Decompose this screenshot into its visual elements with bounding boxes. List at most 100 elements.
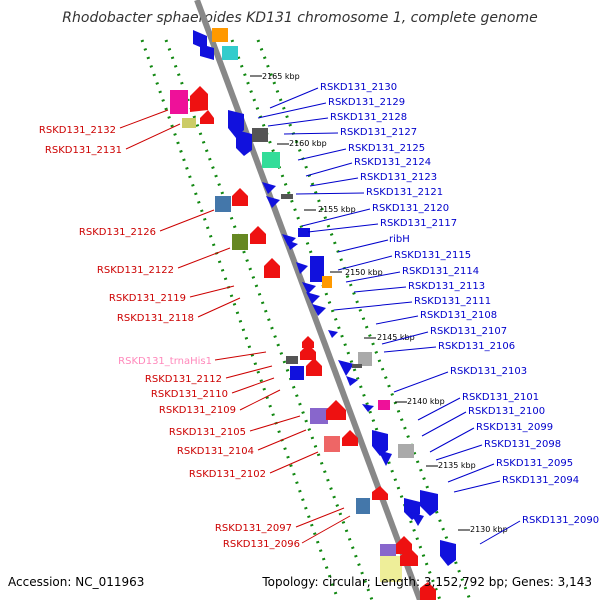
left-leader-lines	[119, 109, 351, 544]
gene-arrow[interactable]	[302, 282, 316, 294]
gene-label-rskd131-2121[interactable]: RSKD131_2121	[366, 187, 443, 198]
gene-label-rskd131-2111[interactable]: RSKD131_2111	[414, 296, 491, 307]
gene-arrow[interactable]	[306, 358, 322, 376]
gene-arrow[interactable]	[378, 450, 392, 466]
gene-box[interactable]	[290, 366, 304, 380]
gene-arrow[interactable]	[266, 196, 280, 208]
gene-label-rskd131-2107[interactable]: RSKD131_2107	[430, 326, 507, 337]
left-inner-dots	[164, 39, 374, 600]
gene-label-rskd131-2118[interactable]: RSKD131_2118	[117, 313, 194, 324]
gene-label-rskd131-2108[interactable]: RSKD131_2108	[420, 310, 497, 321]
gene-label-rskd131-2123[interactable]: RSKD131_2123	[360, 172, 437, 183]
gene-box[interactable]	[252, 128, 268, 142]
gene-arrow[interactable]	[190, 86, 208, 112]
gene-arrow[interactable]	[282, 234, 296, 246]
gene-arrow[interactable]	[372, 486, 388, 500]
gene-label-rskd131-2100[interactable]: RSKD131_2100	[468, 406, 545, 417]
gene-arrow[interactable]	[302, 336, 314, 348]
gene-box[interactable]	[232, 234, 248, 250]
gene-label-rskd131-2131[interactable]: RSKD131_2131	[45, 145, 122, 156]
gene-box[interactable]	[281, 194, 293, 199]
gene-box[interactable]	[262, 152, 280, 168]
gene-arrow[interactable]	[200, 44, 214, 60]
gene-box[interactable]	[356, 498, 370, 514]
gene-box[interactable]	[352, 364, 362, 368]
gene-label-rskd131-2120[interactable]: RSKD131_2120	[372, 203, 449, 214]
gene-label-rskd131-2097[interactable]: RSKD131_2097	[215, 523, 292, 534]
gene-label-rskd131-2114[interactable]: RSKD131_2114	[402, 266, 479, 277]
gene-label-rskd131-2098[interactable]: RSKD131_2098	[484, 439, 561, 450]
gene-label-rskd131-2094[interactable]: RSKD131_2094	[502, 475, 579, 486]
gene-arrow[interactable]	[200, 110, 214, 124]
gene-label-rskd131-2113[interactable]: RSKD131_2113	[408, 281, 485, 292]
gene-label-rskd131-2129[interactable]: RSKD131_2129	[328, 97, 405, 108]
gene-label-rskd131-2096[interactable]: RSKD131_2096	[223, 539, 300, 550]
gene-label-rskd131-2103[interactable]: RSKD131_2103	[450, 366, 527, 377]
gene-arrow[interactable]	[410, 512, 424, 526]
gene-label-rskd131-2105[interactable]: RSKD131_2105	[169, 427, 246, 438]
gene-arrow[interactable]	[372, 430, 388, 456]
gene-label-rskd131-2115[interactable]: RSKD131_2115	[394, 250, 471, 261]
gene-box[interactable]	[212, 28, 228, 42]
gene-box[interactable]	[170, 90, 188, 114]
gene-arrow[interactable]	[232, 188, 248, 206]
gene-arrow[interactable]	[400, 548, 418, 566]
gene-label-rskd131-2124[interactable]: RSKD131_2124	[354, 157, 431, 168]
gene-box[interactable]	[298, 228, 310, 237]
gene-arrow[interactable]	[306, 292, 320, 304]
gene-box[interactable]	[398, 444, 414, 458]
gene-label-rskd131-trnahis1[interactable]: RSKD131_trnaHis1	[118, 356, 212, 367]
gene-arrow[interactable]	[440, 540, 456, 566]
gene-arrow[interactable]	[342, 430, 358, 446]
gene-arrow[interactable]	[236, 130, 252, 156]
gene-label-rskd131-2104[interactable]: RSKD131_2104	[177, 446, 254, 457]
gene-label-rskd131-2109[interactable]: RSKD131_2109	[159, 405, 236, 416]
gene-box[interactable]	[182, 118, 196, 128]
gene-label-rskd131-2095[interactable]: RSKD131_2095	[496, 458, 573, 469]
gene-box[interactable]	[222, 46, 238, 60]
gene-box[interactable]	[322, 276, 332, 288]
gene-box[interactable]	[378, 400, 390, 410]
gene-arrow[interactable]	[396, 536, 412, 554]
gene-label-ribh[interactable]: ribH	[389, 234, 410, 245]
gene-arrow[interactable]	[326, 400, 346, 420]
gene-label-rskd131-2090[interactable]: RSKD131_2090	[522, 515, 599, 526]
gene-label-rskd131-2130[interactable]: RSKD131_2130	[320, 82, 397, 93]
gene-box[interactable]	[215, 196, 231, 212]
gene-arrow[interactable]	[420, 582, 436, 600]
gene-arrow[interactable]	[296, 262, 308, 274]
reverse-features	[170, 86, 436, 600]
gene-arrow[interactable]	[338, 360, 354, 376]
gene-label-rskd131-2102[interactable]: RSKD131_2102	[189, 469, 266, 480]
gene-label-rskd131-2106[interactable]: RSKD131_2106	[438, 341, 515, 352]
gene-arrow[interactable]	[300, 344, 316, 360]
forward-features	[193, 28, 456, 566]
gene-label-rskd131-2112[interactable]: RSKD131_2112	[145, 374, 222, 385]
gene-label-rskd131-2132[interactable]: RSKD131_2132	[39, 125, 116, 136]
gene-label-rskd131-2117[interactable]: RSKD131_2117	[380, 218, 457, 229]
gene-label-rskd131-2110[interactable]: RSKD131_2110	[151, 389, 228, 400]
gene-box[interactable]	[358, 352, 372, 366]
gene-label-rskd131-2127[interactable]: RSKD131_2127	[340, 127, 417, 138]
gene-arrow[interactable]	[264, 258, 280, 278]
gene-label-rskd131-2122[interactable]: RSKD131_2122	[97, 265, 174, 276]
gene-arrow[interactable]	[420, 490, 438, 516]
gene-label-rskd131-2099[interactable]: RSKD131_2099	[476, 422, 553, 433]
gene-box[interactable]	[324, 436, 340, 452]
gene-label-rskd131-2101[interactable]: RSKD131_2101	[462, 392, 539, 403]
gene-label-rskd131-2128[interactable]: RSKD131_2128	[330, 112, 407, 123]
gene-arrow[interactable]	[286, 240, 298, 250]
gene-box[interactable]	[380, 556, 402, 582]
gene-arrow[interactable]	[312, 304, 326, 316]
gene-arrow[interactable]	[346, 376, 358, 386]
gene-box[interactable]	[310, 256, 324, 282]
gene-label-rskd131-2126[interactable]: RSKD131_2126	[79, 227, 156, 238]
gene-arrow[interactable]	[362, 404, 374, 412]
gene-label-rskd131-2125[interactable]: RSKD131_2125	[348, 143, 425, 154]
gene-box[interactable]	[286, 356, 298, 364]
gene-arrow[interactable]	[328, 330, 338, 338]
gene-arrow[interactable]	[262, 182, 276, 194]
gene-label-rskd131-2119[interactable]: RSKD131_2119	[109, 293, 186, 304]
gene-box[interactable]	[310, 408, 328, 424]
gene-arrow[interactable]	[250, 226, 266, 244]
